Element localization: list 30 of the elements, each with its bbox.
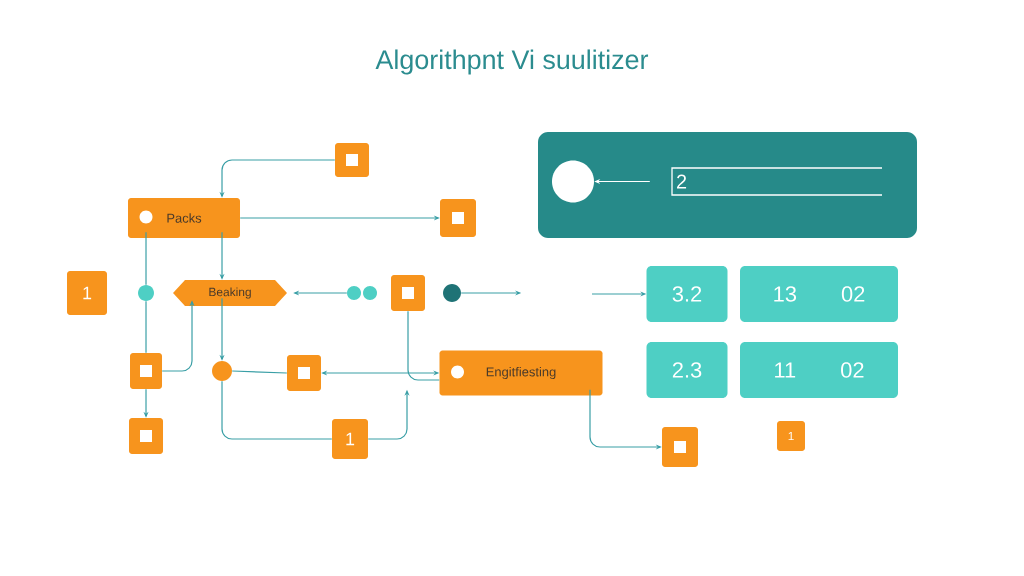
connector-line xyxy=(231,370,288,374)
input-field: 2 xyxy=(671,167,883,196)
dot-pair xyxy=(347,286,377,300)
panel xyxy=(538,132,917,238)
square-node xyxy=(440,199,476,237)
connector-line xyxy=(407,310,440,381)
square-node xyxy=(391,275,425,311)
number-box: 1 xyxy=(777,421,805,451)
number-box: 1 xyxy=(332,419,368,459)
process-box: Engitfiesting xyxy=(439,350,603,396)
title: Algorithpnt Vi suulitizer xyxy=(375,49,649,75)
connector-line xyxy=(145,300,147,354)
value-cell: 2.3 xyxy=(646,342,728,398)
number-box: 1 xyxy=(67,271,107,315)
value-cell: 11 02 xyxy=(740,342,898,398)
circle-node xyxy=(212,361,232,381)
square-node xyxy=(662,427,698,467)
connector-line xyxy=(221,380,333,440)
circle-node xyxy=(138,285,154,301)
value-cell: 3.2 xyxy=(646,266,728,322)
circle-node xyxy=(443,284,461,302)
hexagon-node: Beaking xyxy=(173,280,287,306)
square-node xyxy=(130,353,162,389)
square-node xyxy=(129,418,163,454)
circle-node xyxy=(552,160,594,203)
square-node xyxy=(335,143,369,177)
value-cell: 13 02 xyxy=(740,266,898,322)
process-box: Packs xyxy=(128,198,240,238)
connector-line xyxy=(145,231,147,286)
square-node xyxy=(287,355,321,391)
